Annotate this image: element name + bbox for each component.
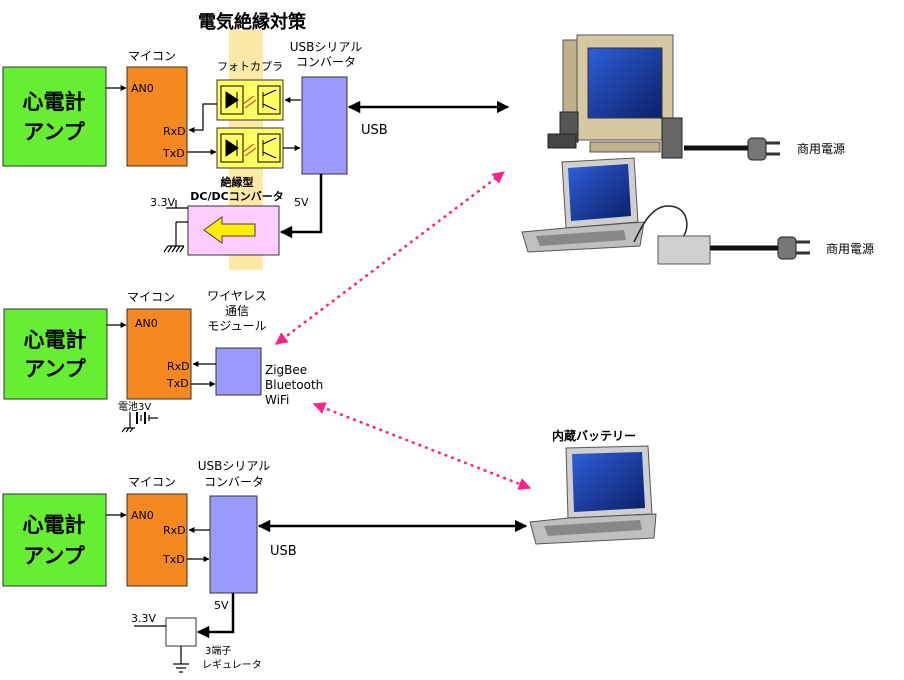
usb-serial-1-line2: コンバータ — [296, 55, 356, 69]
plug-icon-1 — [684, 137, 780, 161]
photocoupler-1-symbol — [220, 85, 281, 115]
v5-wire-2 — [196, 593, 235, 639]
isolation-title: 電気絶縁対策 — [198, 11, 307, 33]
ac-adapter-icon — [633, 205, 711, 265]
plug-icon-2 — [710, 236, 810, 260]
protocol-zigbee: ZigBee — [265, 363, 307, 377]
laptop-1-icon — [521, 157, 645, 253]
v5-label-1: 5V — [294, 196, 309, 209]
rxd-wire-1 — [188, 103, 217, 133]
wireless-line1: ワイヤレス — [207, 289, 267, 303]
ecg-amp-1-line1: 心電計 — [23, 90, 86, 114]
dcdc-arrow-icon — [203, 216, 256, 244]
usb-link-2-label: USB — [270, 544, 297, 559]
mcu-3-txd: TxD — [162, 553, 185, 566]
protocol-wifi: WiFi — [265, 393, 289, 407]
mcu-2-an0: AN0 — [135, 317, 158, 330]
usb-serial-2-line1: USBシリアル — [198, 459, 271, 473]
photocoupler-label: フォトカプラ — [217, 60, 283, 73]
laptop-2-icon — [529, 445, 657, 545]
regulator-line1: 3端子 — [205, 644, 231, 657]
mcu-1 — [126, 66, 188, 167]
ecg-amp-3 — [2, 493, 107, 587]
mcu-3-label: マイコン — [128, 475, 176, 489]
mcu-2 — [126, 308, 192, 400]
dcdc-line2: DC/DCコンバータ — [190, 190, 283, 203]
mcu-2-rxd: RxD — [167, 360, 190, 373]
mcu-3 — [126, 493, 188, 587]
v33-label-1: 3.3V — [150, 196, 175, 209]
ecg-amp-1-line2: アンプ — [23, 120, 86, 144]
v33-label-2: 3.3V — [131, 612, 156, 625]
ecg-amp-2-line2: アンプ — [24, 357, 87, 381]
photocoupler-2-symbol — [220, 133, 281, 163]
commercial-power-1: 商用電源 — [797, 141, 845, 156]
usb-serial-1 — [301, 76, 348, 175]
ecg-amp-2 — [3, 308, 108, 400]
mcu-1-an0: AN0 — [131, 82, 154, 95]
mcu-3-an0: AN0 — [131, 509, 154, 522]
desktop-pc-icon — [547, 34, 683, 159]
commercial-power-2: 商用電源 — [826, 241, 874, 256]
v5-label-2: 5V — [214, 599, 229, 612]
regulator — [165, 617, 197, 647]
ecg-amp-3-line2: アンプ — [23, 544, 86, 568]
wireless-line2: 通信 — [225, 304, 249, 318]
mcu-3-rxd: RxD — [163, 524, 186, 537]
ground-icon-2 — [173, 646, 189, 673]
ground-icon-1 — [163, 221, 188, 253]
ecg-amp-1 — [2, 66, 107, 167]
usb-serial-2 — [209, 495, 258, 594]
mcu-2-txd: TxD — [166, 377, 189, 390]
mcu-1-label: マイコン — [128, 49, 176, 63]
wireless-link-1 — [275, 171, 505, 345]
usb-serial-1-line1: USBシリアル — [290, 40, 363, 54]
battery-icon — [121, 412, 158, 433]
wireless-line3: モジュール — [207, 319, 266, 333]
wireless-module — [215, 347, 262, 396]
battery-label: 電池3V — [118, 400, 151, 413]
mcu-1-txd: TxD — [162, 147, 185, 160]
usb-serial-2-line2: コンバータ — [204, 475, 264, 489]
mcu-2-label: マイコン — [127, 290, 175, 304]
protocol-bluetooth: Bluetooth — [265, 378, 323, 392]
ecg-amp-3-line1: 心電計 — [23, 513, 86, 537]
ecg-amp-2-line1: 心電計 — [24, 328, 87, 352]
internal-battery-label: 内蔵バッテリー — [552, 428, 636, 443]
mcu-1-rxd: RxD — [163, 125, 186, 138]
dcdc-line1: 絶縁型 — [221, 175, 254, 189]
wireless-link-2 — [312, 402, 532, 490]
regulator-line2: レギュレータ — [202, 659, 262, 671]
usb-link-1-label: USB — [361, 123, 388, 138]
